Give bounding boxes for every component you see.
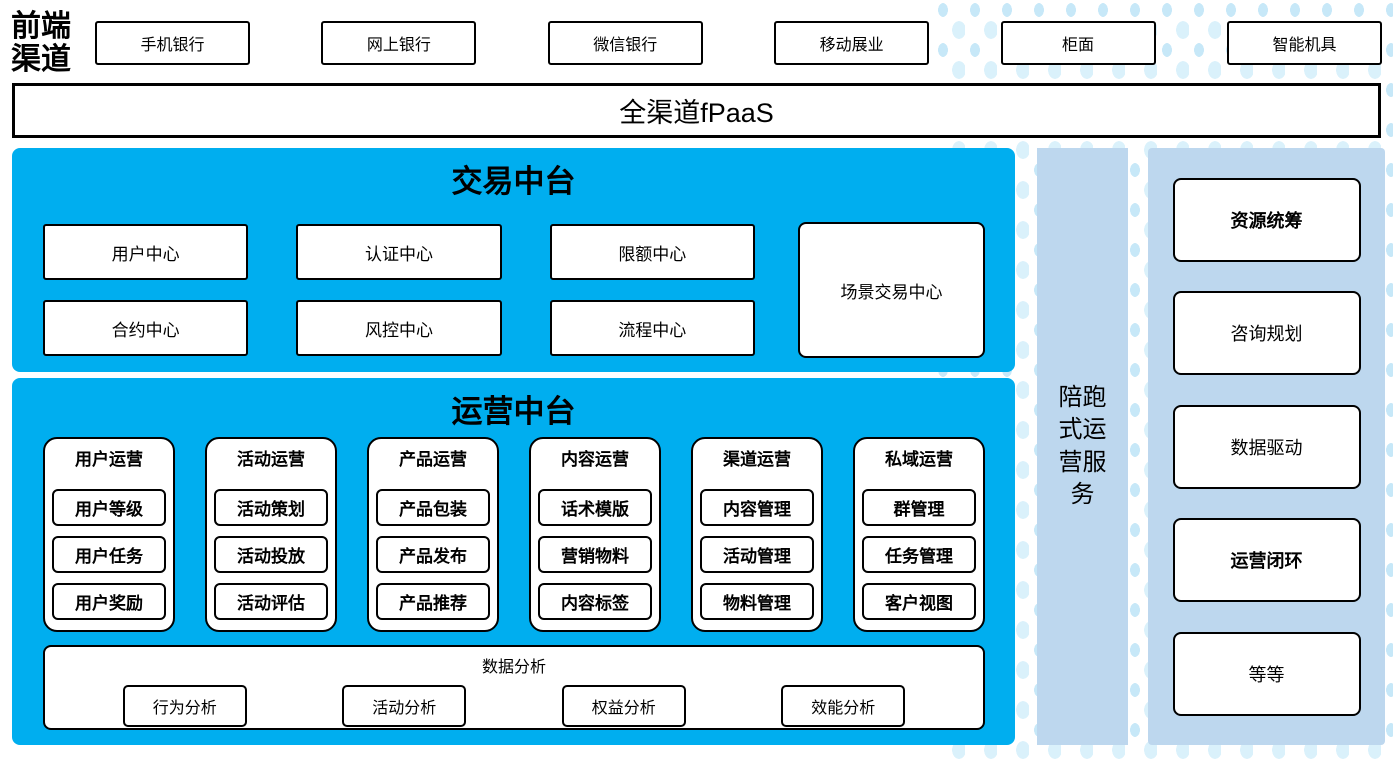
trade-platform-section: 交易中台 用户中心 认证中心 限额中心 合约中心 风控中心 流程中心 场景交易中… bbox=[12, 148, 1015, 372]
group-user-operation: 用户运营 用户等级 用户任务 用户奖励 bbox=[43, 437, 175, 632]
sub-box: 活动策划 bbox=[214, 489, 328, 526]
channel-box-online-banking: 网上银行 bbox=[321, 21, 477, 65]
sub-box: 用户奖励 bbox=[52, 583, 166, 620]
operation-groups-row: 用户运营 用户等级 用户任务 用户奖励 活动运营 活动策划 活动投放 活动评估 … bbox=[43, 437, 985, 632]
sub-box: 活动评估 bbox=[214, 583, 328, 620]
group-title: 渠道运营 bbox=[723, 450, 791, 469]
sub-box: 活动管理 bbox=[700, 536, 814, 573]
analysis-box-behavior: 行为分析 bbox=[122, 685, 247, 727]
service-box-operation-loop: 运营闭环 bbox=[1172, 518, 1361, 602]
front-channels-row: 手机银行 网上银行 微信银行 移动展业 柜面 智能机具 bbox=[95, 21, 1382, 65]
group-product-operation: 产品运营 产品包装 产品发布 产品推荐 bbox=[367, 437, 499, 632]
data-analysis-row: 行为分析 活动分析 权益分析 效能分析 bbox=[45, 685, 983, 727]
group-title: 内容运营 bbox=[561, 450, 629, 469]
trade-platform-title: 交易中台 bbox=[451, 164, 576, 200]
sub-box: 产品包装 bbox=[376, 489, 490, 526]
scene-trade-center-box: 场景交易中心 bbox=[798, 222, 985, 358]
accompany-service-label: 陪跑式运营服务 bbox=[1058, 383, 1107, 508]
sub-box: 内容管理 bbox=[700, 489, 814, 526]
front-channels-label: 前端渠道 bbox=[11, 9, 71, 77]
accompany-service-strip: 陪跑式运营服务 bbox=[1037, 148, 1128, 745]
group-title: 私域运营 bbox=[885, 450, 953, 469]
sub-box: 话术模版 bbox=[538, 489, 652, 526]
operation-platform-section: 运营中台 用户运营 用户等级 用户任务 用户奖励 活动运营 活动策划 活动投放 … bbox=[12, 378, 1015, 745]
service-box-resource-planning: 资源统筹 bbox=[1172, 177, 1361, 262]
group-private-domain-operation: 私域运营 群管理 任务管理 客户视图 bbox=[853, 437, 985, 632]
data-analysis-container: 数据分析 行为分析 活动分析 权益分析 效能分析 bbox=[43, 645, 985, 730]
channel-box-mobile-banking: 手机银行 bbox=[95, 21, 250, 65]
group-activity-operation: 活动运营 活动策划 活动投放 活动评估 bbox=[205, 437, 337, 632]
service-box-etc: 等等 bbox=[1172, 631, 1361, 716]
sub-box: 用户等级 bbox=[52, 489, 166, 526]
group-channel-operation: 渠道运营 内容管理 活动管理 物料管理 bbox=[691, 437, 823, 632]
group-title: 用户运营 bbox=[75, 450, 143, 469]
sub-box: 物料管理 bbox=[700, 583, 814, 620]
sub-box: 任务管理 bbox=[862, 536, 976, 573]
center-box-limit: 限额中心 bbox=[549, 224, 755, 280]
sub-box: 产品发布 bbox=[376, 536, 490, 573]
sub-box: 用户任务 bbox=[52, 536, 166, 573]
channel-box-mobile-marketing: 移动展业 bbox=[774, 21, 930, 65]
group-title: 活动运营 bbox=[237, 450, 305, 469]
channel-box-smart-devices: 智能机具 bbox=[1226, 21, 1382, 65]
operation-platform-title: 运营中台 bbox=[451, 394, 576, 430]
sub-box: 营销物料 bbox=[538, 536, 652, 573]
center-box-risk: 风控中心 bbox=[296, 300, 502, 356]
center-box-contract: 合约中心 bbox=[43, 300, 249, 356]
sub-box: 活动投放 bbox=[214, 536, 328, 573]
group-title: 产品运营 bbox=[399, 450, 467, 469]
sub-box: 内容标签 bbox=[538, 583, 652, 620]
channel-box-counter: 柜面 bbox=[1000, 21, 1156, 65]
analysis-box-rights: 权益分析 bbox=[561, 685, 686, 727]
sub-box: 群管理 bbox=[862, 489, 976, 526]
service-box-data-driven: 数据驱动 bbox=[1172, 404, 1361, 489]
center-box-user: 用户中心 bbox=[43, 224, 249, 280]
center-box-auth: 认证中心 bbox=[296, 224, 502, 280]
center-box-process: 流程中心 bbox=[549, 300, 755, 356]
group-content-operation: 内容运营 话术模版 营销物料 内容标签 bbox=[529, 437, 661, 632]
analysis-box-activity: 活动分析 bbox=[342, 685, 467, 727]
service-box-consulting: 咨询规划 bbox=[1172, 291, 1361, 375]
channel-box-wechat-banking: 微信银行 bbox=[547, 21, 703, 65]
analysis-box-efficiency: 效能分析 bbox=[781, 685, 906, 727]
trade-centers-grid: 用户中心 认证中心 限额中心 合约中心 风控中心 流程中心 bbox=[43, 224, 755, 356]
sub-box: 客户视图 bbox=[862, 583, 976, 620]
fpaas-bar: 全渠道fPaaS bbox=[12, 83, 1381, 138]
data-analysis-title: 数据分析 bbox=[481, 659, 546, 676]
sub-box: 产品推荐 bbox=[376, 583, 490, 620]
service-panel: 资源统筹 咨询规划 数据驱动 运营闭环 等等 bbox=[1148, 148, 1385, 745]
